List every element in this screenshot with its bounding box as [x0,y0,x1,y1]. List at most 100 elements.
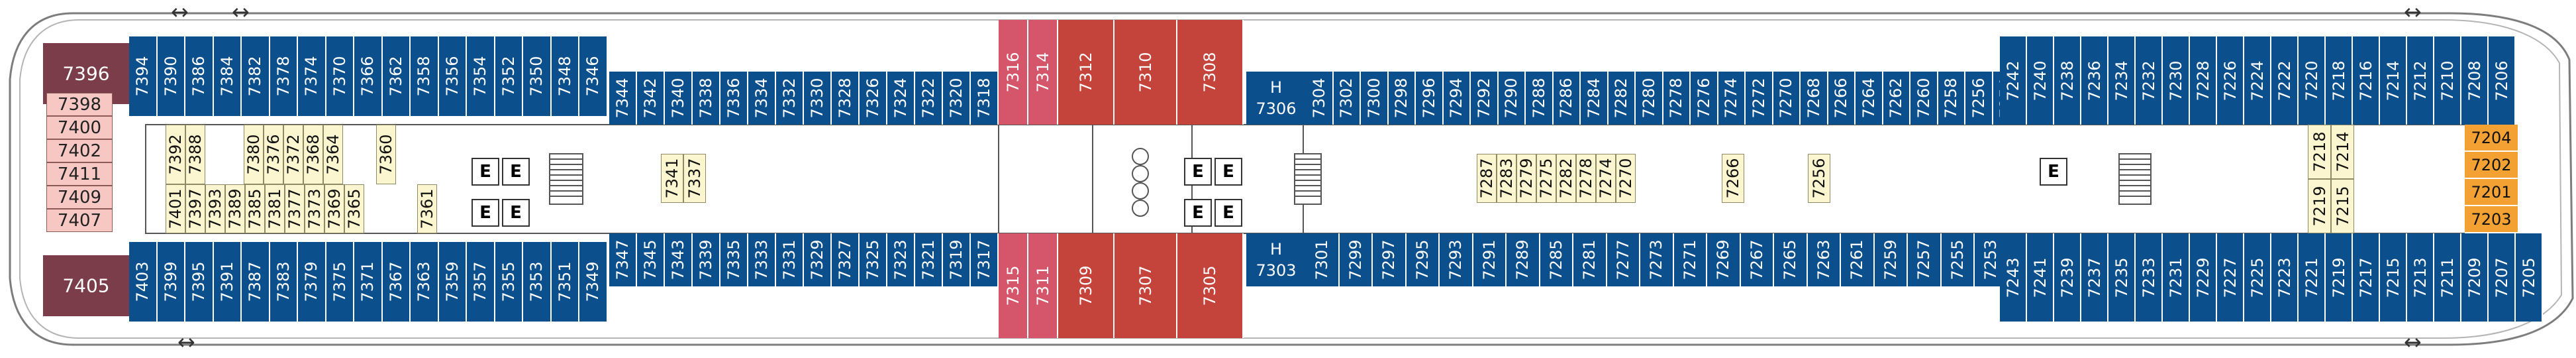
cabin-7363[interactable]: 7363 [411,242,439,322]
cabin-7312[interactable]: 7312 [1058,20,1115,125]
cabin-7314[interactable]: 7314 [1028,20,1058,125]
cabin-7264[interactable]: 7264 [1856,72,1883,125]
cabin-7356[interactable]: 7356 [438,36,467,116]
cabin-7373[interactable]: 7373 [305,184,324,233]
cabin-7275[interactable]: 7275 [1536,154,1556,203]
cabin-7317[interactable]: 7317 [971,233,999,286]
cabin-7290[interactable]: 7290 [1498,72,1526,125]
cabin-7218[interactable]: 7218 [2326,36,2353,125]
cabin-7236[interactable]: 7236 [2081,36,2108,125]
cabin-7222[interactable]: 7222 [2271,36,2299,125]
cabin-7266[interactable]: 7266 [1722,154,1744,203]
cabin-7401[interactable]: 7401 [166,184,185,233]
cabin-7233[interactable]: 7233 [2136,233,2163,322]
cabin-7281[interactable]: 7281 [1573,233,1607,286]
cabin-7257[interactable]: 7257 [1908,233,1942,286]
cabin-7295[interactable]: 7295 [1406,233,1440,286]
cabin-7399[interactable]: 7399 [157,242,185,322]
cabin-7328[interactable]: 7328 [832,72,860,125]
cabin-7258[interactable]: 7258 [1938,72,1965,125]
cabin-7409[interactable]: 7409 [46,186,113,209]
cabin-7357[interactable]: 7357 [467,242,495,322]
cabin-7310[interactable]: 7310 [1115,20,1177,125]
cabin-7221[interactable]: 7221 [2299,233,2326,322]
cabin-7282[interactable]: 7282 [1608,72,1636,125]
cabin-7359[interactable]: 7359 [438,242,467,322]
cabin-7339[interactable]: 7339 [693,233,720,286]
cabin-7400[interactable]: 7400 [46,116,113,139]
cabin-7327[interactable]: 7327 [832,233,860,286]
cabin-7266[interactable]: 7266 [1828,72,1856,125]
cabin-7231[interactable]: 7231 [2163,233,2190,322]
cabin-7234[interactable]: 7234 [2108,36,2136,125]
cabin-7332[interactable]: 7332 [776,72,804,125]
cabin-7402[interactable]: 7402 [46,139,113,162]
cabin-7291[interactable]: 7291 [1473,233,1507,286]
cabin-7209[interactable]: 7209 [2461,233,2489,322]
cabin-7205[interactable]: 7205 [2516,233,2543,322]
cabin-7220[interactable]: 7220 [2299,36,2326,125]
cabin-7393[interactable]: 7393 [205,184,225,233]
cabin-7377[interactable]: 7377 [285,184,305,233]
cabin-7304[interactable]: 7304 [1306,72,1334,125]
cabin-7243[interactable]: 7243 [2000,233,2027,322]
cabin-7301[interactable]: 7301 [1306,233,1340,286]
cabin-7218[interactable]: 7218 [2308,125,2331,179]
cabin-7219[interactable]: 7219 [2326,233,2353,322]
cabin-7203[interactable]: 7203 [2465,206,2518,233]
cabin-7346[interactable]: 7346 [579,36,608,116]
cabin-7261[interactable]: 7261 [1841,233,1875,286]
cabin-7344[interactable]: 7344 [609,72,637,125]
cabin-7240[interactable]: 7240 [2027,36,2054,125]
cabin-7241[interactable]: 7241 [2027,233,2054,322]
cabin-7223[interactable]: 7223 [2271,233,2299,322]
cabin-7386[interactable]: 7386 [185,36,214,116]
cabin-7305[interactable]: 7305 [1177,233,1244,338]
cabin-7201[interactable]: 7201 [2465,179,2518,206]
cabin-7351[interactable]: 7351 [551,242,579,322]
cabin-7350[interactable]: 7350 [523,36,552,116]
cabin-7374[interactable]: 7374 [298,36,326,116]
cabin-7370[interactable]: 7370 [326,36,354,116]
cabin-7307[interactable]: 7307 [1115,233,1177,338]
cabin-7337[interactable]: 7337 [683,154,706,203]
cabin-7362[interactable]: 7362 [382,36,411,116]
cabin-7276[interactable]: 7276 [1691,72,1718,125]
cabin-7214[interactable]: 7214 [2331,125,2354,179]
cabin-7361[interactable]: 7361 [417,184,437,233]
cabin-7364[interactable]: 7364 [323,125,343,184]
cabin-7349[interactable]: 7349 [579,242,608,322]
cabin-7274[interactable]: 7274 [1718,72,1746,125]
cabin-7237[interactable]: 7237 [2081,233,2108,322]
cabin-7262[interactable]: 7262 [1883,72,1910,125]
cabin-7226[interactable]: 7226 [2217,36,2244,125]
cabin-7206[interactable]: 7206 [2489,36,2516,125]
cabin-7294[interactable]: 7294 [1443,72,1471,125]
cabin-7320[interactable]: 7320 [943,72,971,125]
cabin-7278[interactable]: 7278 [1576,154,1596,203]
cabin-7212[interactable]: 7212 [2407,36,2434,125]
cabin-7259[interactable]: 7259 [1874,233,1908,286]
cabin-7302[interactable]: 7302 [1333,72,1361,125]
cabin-7367[interactable]: 7367 [382,242,411,322]
cabin-7395[interactable]: 7395 [185,242,214,322]
cabin-7229[interactable]: 7229 [2190,233,2217,322]
cabin-7381[interactable]: 7381 [265,184,285,233]
cabin-7380[interactable]: 7380 [244,125,264,184]
cabin-7325[interactable]: 7325 [860,233,887,286]
cabin-7403[interactable]: 7403 [129,242,158,322]
cabin-7319[interactable]: 7319 [943,233,971,286]
cabin-7211[interactable]: 7211 [2434,233,2461,322]
cabin-7272[interactable]: 7272 [1746,72,1773,125]
cabin-7378[interactable]: 7378 [270,36,298,116]
cabin-7397[interactable]: 7397 [185,184,205,233]
cabin-7213[interactable]: 7213 [2407,233,2434,322]
cabin-7398[interactable]: 7398 [46,93,113,116]
cabin-7342[interactable]: 7342 [637,72,665,125]
cabin-7297[interactable]: 7297 [1373,233,1407,286]
cabin-7336[interactable]: 7336 [720,72,748,125]
cabin-7225[interactable]: 7225 [2244,233,2271,322]
cabin-7382[interactable]: 7382 [242,36,270,116]
cabin-7293[interactable]: 7293 [1440,233,1473,286]
